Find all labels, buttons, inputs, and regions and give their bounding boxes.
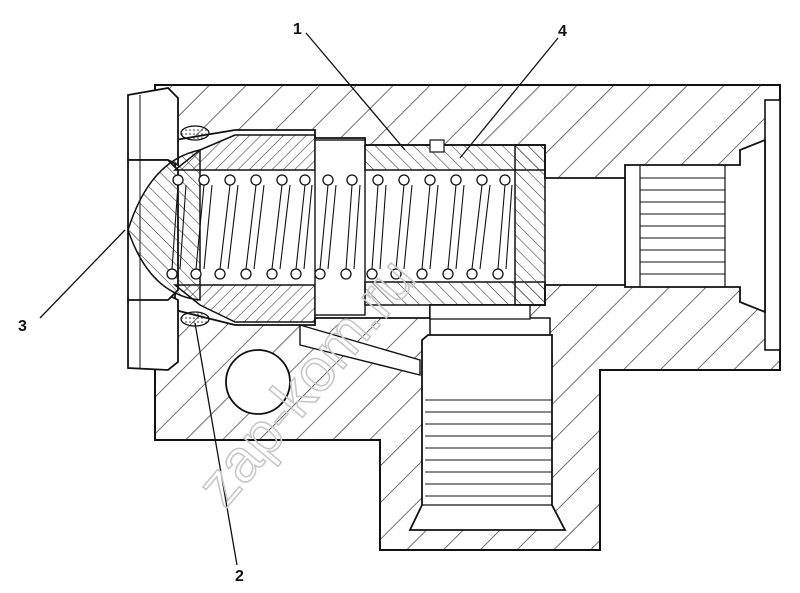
spring-top-coils: [172, 174, 511, 186]
callout-label-2: 2: [235, 568, 244, 585]
coil-spring: [166, 174, 513, 280]
valve-spool: [364, 139, 546, 306]
spring-seat: [172, 134, 366, 323]
leader-2: [194, 322, 238, 566]
leader-lines: [39, 32, 559, 566]
right-fitting: [624, 138, 766, 314]
leader-3: [39, 229, 126, 319]
spring-wire: [171, 184, 513, 270]
cross-drilling: [225, 324, 421, 415]
bottom-fitting: [408, 304, 567, 531]
leader-1: [305, 32, 406, 151]
leader-4: [459, 37, 559, 159]
callout-label-4: 4: [558, 23, 567, 40]
callout-label-1: 1: [293, 21, 302, 38]
callout-label-3: 3: [18, 318, 27, 335]
hex-plug: [127, 87, 201, 371]
